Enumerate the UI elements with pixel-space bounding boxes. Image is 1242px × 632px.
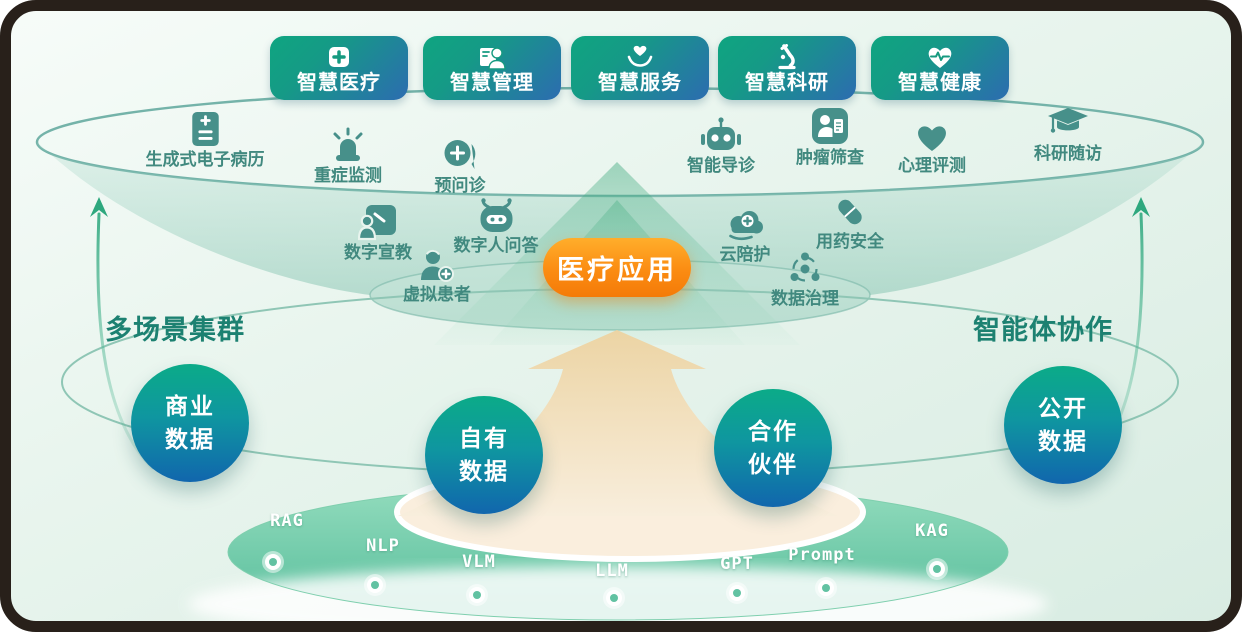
button-label: 智慧管理: [450, 71, 534, 94]
button-smart-research[interactable]: 智慧科研: [718, 36, 856, 100]
button-smart-health[interactable]: 智慧健康: [871, 36, 1009, 100]
circle-partners[interactable]: 合作 伙伴: [714, 389, 832, 507]
share-nodes-icon: [790, 252, 820, 282]
circle-label-line1: 自有: [459, 425, 509, 451]
microscope-icon: [778, 43, 796, 69]
graduation-cap-icon: [1048, 108, 1088, 133]
app-item-cloud-care: 云陪护: [720, 207, 771, 263]
pill-label: 医疗应用: [557, 255, 677, 285]
heading-agent-collaboration: 智能体协作: [973, 315, 1113, 345]
heart-pulse-icon: [928, 47, 952, 68]
circle-own-data[interactable]: 自有 数据: [425, 396, 543, 514]
app-item-label: 重症监测: [314, 166, 382, 185]
medical-application-pill[interactable]: 医疗应用: [543, 238, 691, 297]
chat-plus-icon: [444, 140, 475, 169]
app-item-tumor-screening: 肿瘤筛查: [796, 106, 864, 166]
tech-dot-rag: [262, 551, 284, 573]
app-item-label: 用药安全: [816, 232, 884, 251]
tech-dot-vlm: [466, 584, 488, 606]
tech-label-prompt: Prompt: [788, 545, 856, 565]
heart-hands-icon: [627, 45, 653, 67]
app-item-icu-monitor: 重症监测: [314, 126, 382, 184]
left-up-arrowhead: [90, 197, 108, 217]
app-item-label: 科研随访: [1034, 144, 1102, 163]
right-up-arrowhead: [1132, 197, 1150, 217]
person-badge-icon: [480, 46, 506, 70]
robot-icon: [701, 117, 741, 150]
app-item-label: 智能导诊: [687, 156, 755, 175]
button-label: 智慧服务: [598, 71, 682, 94]
circle-label-line2: 数据: [1038, 428, 1088, 454]
app-item-label: 数字宣教: [344, 243, 412, 262]
app-item-label: 云陪护: [719, 245, 771, 264]
tech-dot-prompt: [815, 577, 837, 599]
tech-label-kag: KAG: [915, 521, 949, 541]
cloud-plus-icon: [728, 211, 763, 241]
button-label: 智慧科研: [745, 71, 829, 94]
app-item-virtual-patient: 虚拟患者: [403, 247, 471, 303]
tech-label-vlm: VLM: [462, 552, 496, 572]
medical-cross-icon: [329, 46, 349, 67]
button-smart-service[interactable]: 智慧服务: [571, 36, 709, 100]
robot-face-icon: [480, 198, 512, 232]
app-item-label: 生成式电子病历: [145, 150, 265, 169]
tech-dots: [262, 551, 948, 609]
app-item-digital-human-qa: 数字人问答: [454, 198, 539, 254]
tech-label-llm: LLM: [595, 561, 629, 581]
tech-label-rag: RAG: [270, 511, 304, 531]
app-item-smart-triage: 智能导诊: [687, 116, 755, 174]
circle-public-data[interactable]: 公开 数据: [1004, 366, 1122, 484]
capsule-icon: [838, 199, 862, 225]
circle-label-line1: 合作: [748, 418, 798, 444]
heading-multi-scene-cluster: 多场景集群: [105, 315, 245, 345]
button-smart-management[interactable]: 智慧管理: [423, 36, 561, 100]
button-label: 智慧健康: [898, 71, 982, 94]
tech-dot-kag: [926, 558, 948, 580]
person-report-icon: [812, 108, 848, 144]
circle-label-line2: 数据: [165, 426, 215, 452]
circle-label-line1: 商业: [165, 393, 215, 419]
app-item-research-followup: 科研随访: [1034, 106, 1102, 162]
app-item-digital-education: 数字宣教: [344, 203, 412, 261]
app-item-medication-safety: 用药安全: [816, 194, 884, 250]
app-item-label: 数字人问答: [453, 236, 539, 255]
presenter-board-icon: [358, 205, 396, 241]
button-label: 智慧医疗: [297, 71, 381, 94]
tech-dot-nlp: [364, 574, 386, 596]
document-plus-icon: [191, 112, 219, 146]
circle-label-line2: 数据: [459, 458, 509, 484]
app-item-label: 数据治理: [771, 289, 839, 308]
app-item-pre-consult: 预问诊: [435, 138, 486, 194]
tech-label-nlp: NLP: [366, 536, 400, 556]
circle-label-line2: 伙伴: [748, 451, 798, 477]
app-item-emr: 生成式电子病历: [146, 110, 265, 168]
tech-dot-gpt: [726, 582, 748, 604]
tech-label-gpt: GPT: [720, 554, 754, 574]
circle-business-data[interactable]: 商业 数据: [131, 364, 249, 482]
heart-icon: [918, 126, 946, 151]
siren-icon: [333, 127, 363, 161]
app-item-label: 预问诊: [434, 176, 486, 195]
app-item-data-governance: 数据治理: [771, 251, 839, 307]
patient-plus-icon: [421, 249, 454, 282]
app-item-label: 肿瘤筛查: [796, 148, 864, 167]
app-item-label: 虚拟患者: [403, 285, 471, 304]
app-item-psych-assessment: 心理评测: [898, 122, 966, 174]
tech-dot-llm: [603, 587, 625, 609]
app-item-label: 心理评测: [898, 156, 966, 175]
circle-label-line1: 公开: [1038, 395, 1088, 421]
button-smart-medical[interactable]: 智慧医疗: [270, 36, 408, 100]
